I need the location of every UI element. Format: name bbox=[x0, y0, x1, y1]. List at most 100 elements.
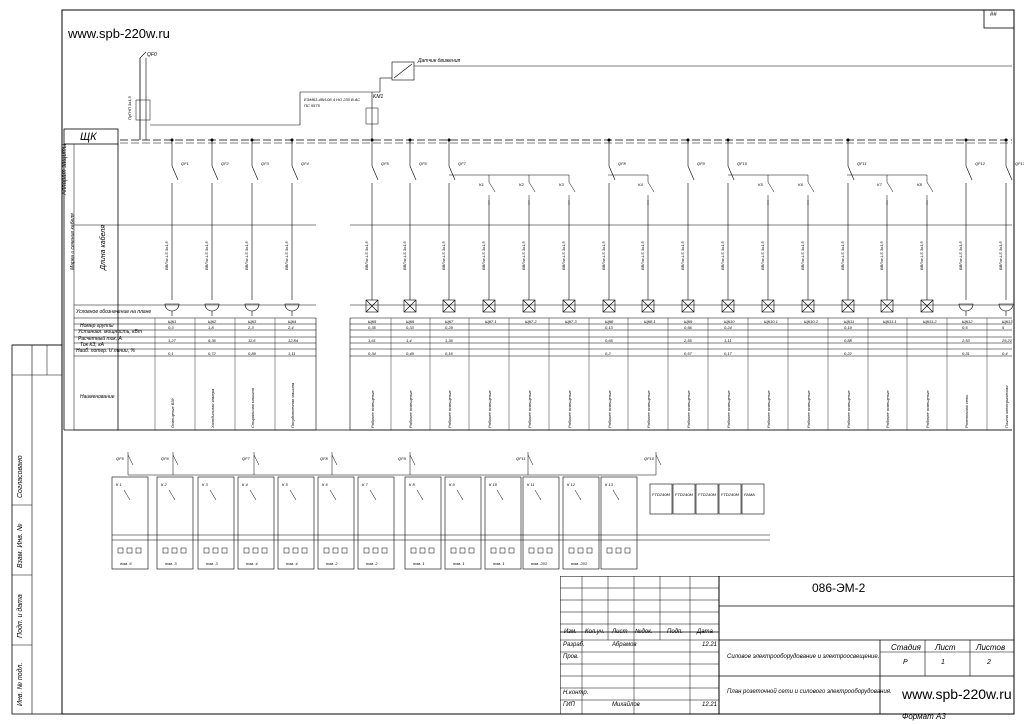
group-id-cell: ЩК10.2 bbox=[804, 319, 819, 324]
tb-header-sheet: Лист bbox=[612, 629, 628, 635]
terminal-block bbox=[381, 547, 388, 554]
terminal-block bbox=[212, 547, 219, 554]
relay-contact bbox=[568, 181, 576, 193]
junction-box bbox=[484, 476, 522, 570]
terminal-block bbox=[117, 547, 124, 554]
group-voltage-drop-cell: 0,34 bbox=[368, 351, 377, 356]
drawing-code: 086-ЭМ-2 bbox=[812, 581, 866, 595]
group-power-cell: 0,29 bbox=[445, 325, 454, 330]
relay-contact bbox=[488, 181, 496, 193]
junction-box-contact bbox=[123, 489, 131, 501]
terminal-block bbox=[203, 547, 210, 554]
breaker-contact bbox=[291, 165, 299, 181]
group-name-cell: Рабочее освещение bbox=[846, 390, 851, 428]
junction-box-label: К 10 bbox=[489, 482, 498, 487]
lamp-symbol-cross bbox=[801, 299, 815, 313]
group-power-cell: 0,19 bbox=[844, 325, 853, 330]
lower-breaker-label: QF11 bbox=[516, 456, 526, 461]
group-cable-label: ВВГнг-LS 3х1,5 bbox=[164, 241, 169, 270]
socket-symbol bbox=[244, 303, 260, 312]
relay-contact bbox=[807, 181, 815, 193]
group-current-cell: 2,55 bbox=[683, 338, 693, 343]
lower-breaker-label: QF7 bbox=[242, 456, 251, 461]
terminal-block bbox=[499, 547, 506, 554]
table-row-label: Расчетный ток, А bbox=[78, 336, 122, 342]
group-power-cell: 5 bbox=[1002, 325, 1005, 330]
group-id-cell: ЩК3 bbox=[248, 319, 257, 324]
site-url[interactable]: www.spb-220w.ru bbox=[68, 26, 170, 41]
tb-role-developer: Разраб. bbox=[563, 642, 585, 648]
lamp-symbol-cross bbox=[562, 299, 576, 313]
group-current-cell: 1,11 bbox=[724, 338, 732, 343]
group-id-cell: ЩК12 bbox=[962, 319, 973, 324]
panel-header-cell bbox=[63, 128, 119, 145]
group-cable-label: ВВГнг-LS 3х1,5 bbox=[879, 241, 884, 270]
terminal-block bbox=[537, 547, 544, 554]
bus-junction bbox=[408, 138, 412, 142]
junction-box-contact bbox=[534, 489, 542, 501]
junction-box bbox=[444, 476, 482, 570]
room-label: пом. 2 bbox=[366, 561, 378, 566]
group-id-cell: ЩК7.1 bbox=[485, 319, 497, 324]
tb-name-chief: Михайлов bbox=[612, 702, 640, 708]
title-block-site[interactable]: www.spb-220w.ru bbox=[902, 686, 1012, 702]
junction-box-contact bbox=[574, 489, 582, 501]
group-cable-label: ВВГнг-LS 3х1,5 bbox=[680, 241, 685, 270]
terminal-block bbox=[171, 547, 178, 554]
led-driver-label: FAMA bbox=[744, 492, 755, 497]
group-name-cell: Освещение ВЗУ bbox=[170, 397, 175, 428]
group-breaker-label: QF4 bbox=[301, 161, 310, 166]
lamp-symbol-cross bbox=[841, 299, 855, 313]
led-driver-label: FTD240M bbox=[652, 492, 670, 497]
group-cable-label: ВВГнг-LS 3х1,5 bbox=[840, 241, 845, 270]
input-breaker-box bbox=[135, 99, 151, 121]
group-cable-label: ВВГнг-LS 3х1,5 bbox=[958, 241, 963, 270]
group-voltage-drop-cell: 0,57 bbox=[684, 351, 693, 356]
junction-box-label: К 4 bbox=[242, 482, 248, 487]
junction-box-label: К 13 bbox=[605, 482, 614, 487]
terminal-block bbox=[528, 547, 535, 554]
group-id-cell: ЩК13 bbox=[1002, 319, 1013, 324]
group-current-cell: 0,88 bbox=[844, 338, 853, 343]
lamp-symbol-cross bbox=[442, 299, 456, 313]
junction-box-label: К 5 bbox=[282, 482, 288, 487]
group-cable-label: ВВГнг-LS 3х1,5 bbox=[481, 241, 486, 270]
lamp-symbol-cross bbox=[761, 299, 775, 313]
terminal-block bbox=[363, 547, 370, 554]
junction-box-label: К 3 bbox=[202, 482, 208, 487]
group-id-cell: ЩК7 bbox=[445, 319, 454, 324]
breaker-contact bbox=[1005, 165, 1013, 181]
group-name-cell: Рабочее освещение bbox=[766, 390, 771, 428]
lamp-symbol bbox=[841, 299, 855, 313]
bus-junction bbox=[686, 138, 690, 142]
group-cable-label: ВВГнг-LS 3х1,5 bbox=[561, 241, 566, 270]
led-driver-box bbox=[718, 483, 742, 515]
led-driver-box bbox=[672, 483, 696, 515]
lower-breaker-contact bbox=[172, 454, 179, 466]
bus-junction bbox=[370, 138, 374, 142]
group-name-cell: Розеточная сеть bbox=[964, 395, 969, 429]
side-label-agreed: Согласовано bbox=[17, 455, 24, 498]
group-id-cell: ЩК9 bbox=[684, 319, 693, 324]
junction-box-contact bbox=[329, 489, 337, 501]
lamp-symbol bbox=[365, 299, 379, 313]
table-row-label: Номер группы bbox=[80, 323, 114, 329]
group-relay-label: K3 bbox=[559, 182, 565, 187]
tb-stage: Р bbox=[903, 659, 908, 666]
tb-header-count: Кол.уч. bbox=[585, 629, 605, 635]
terminal-block bbox=[468, 547, 475, 554]
group-current-cell: 2,53 bbox=[961, 338, 971, 343]
group-id-cell: ЩК8 bbox=[605, 319, 614, 324]
group-cable-label: ВВГнг-LS 3х1,5 bbox=[244, 241, 249, 270]
lower-breaker-contact bbox=[127, 454, 134, 466]
lamp-symbol bbox=[602, 299, 616, 313]
group-voltage-drop-cell: 0,4 bbox=[1002, 351, 1008, 356]
junction-box-contact bbox=[289, 489, 297, 501]
room-label: пом. 1 bbox=[453, 561, 465, 566]
terminal-block bbox=[162, 547, 169, 554]
terminal-block bbox=[410, 547, 417, 554]
junction-box-label: К 6 bbox=[322, 482, 328, 487]
room-label: пом. 201 bbox=[571, 561, 587, 566]
motion-sensor-box bbox=[391, 61, 415, 81]
table-row-label: Аппарат защиты bbox=[62, 143, 68, 195]
